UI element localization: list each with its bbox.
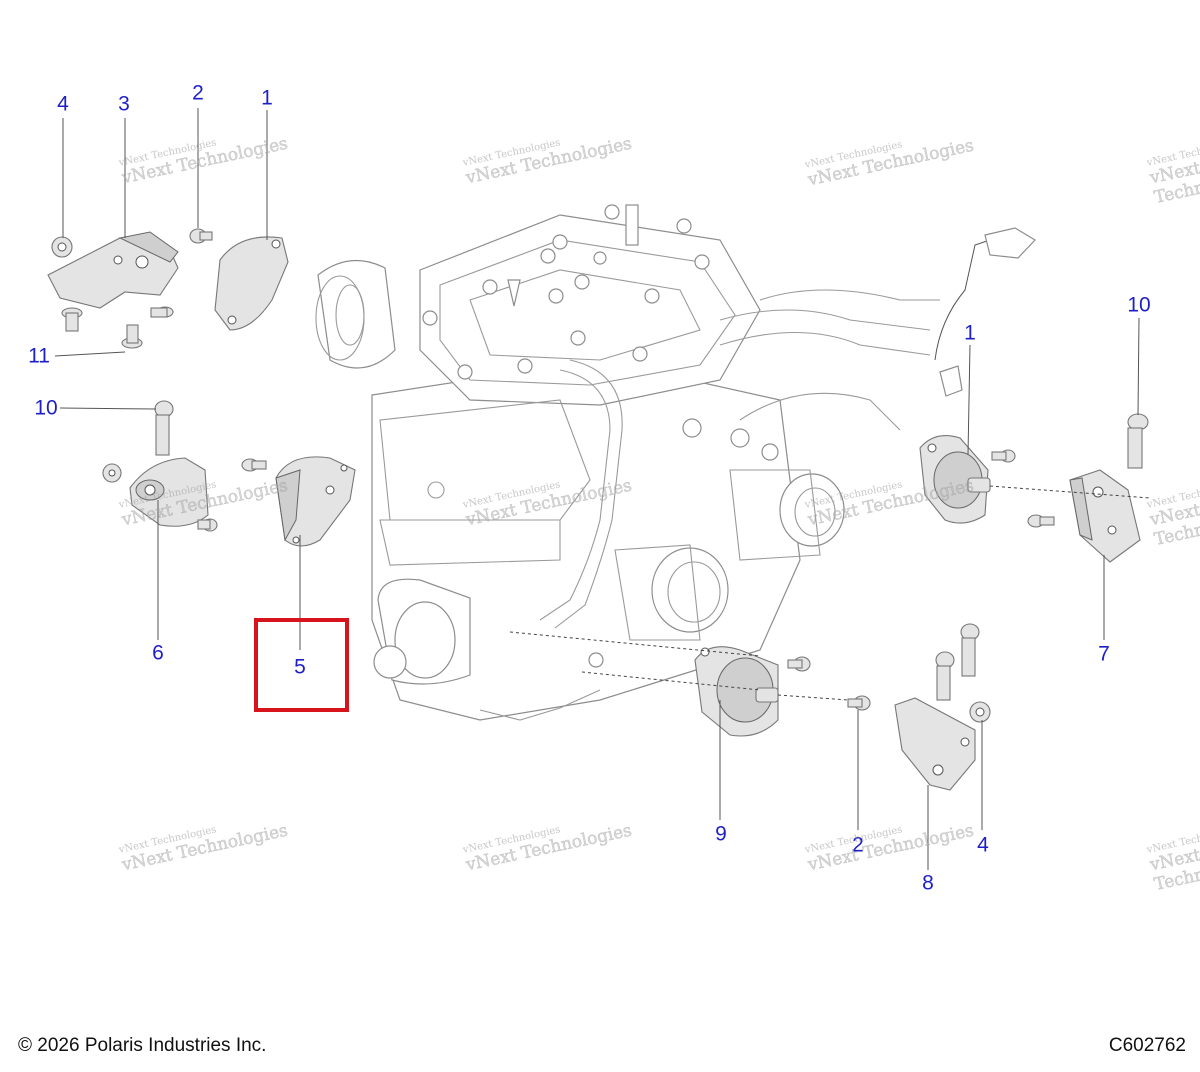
callout-6[interactable]: 6 <box>152 641 164 665</box>
callout-1-right[interactable]: 1 <box>964 321 976 345</box>
callout-11[interactable]: 11 <box>28 344 50 368</box>
part-11-studs <box>61 306 174 349</box>
callout-1-upper[interactable]: 1 <box>261 86 273 110</box>
engine-block <box>315 204 1036 721</box>
part-4-nut-right <box>969 701 991 723</box>
part-6-mount <box>129 457 209 527</box>
part-10-bolt-right <box>1127 413 1149 469</box>
part-1-mount-right <box>919 435 991 524</box>
callout-2-upper[interactable]: 2 <box>192 81 204 105</box>
callout-9[interactable]: 9 <box>715 822 727 846</box>
callout-10-right[interactable]: 10 <box>1127 293 1151 317</box>
part-8-bracket <box>894 697 976 791</box>
part-9-mount <box>694 646 779 737</box>
part-4-nut-upper <box>51 236 73 258</box>
part-4-nut-left <box>102 463 122 483</box>
part-8-bolts <box>935 623 980 701</box>
callout-4-upper[interactable]: 4 <box>57 92 69 116</box>
part-2-bolt-right-upper <box>991 449 1055 528</box>
diagram-code: C602762 <box>1108 1035 1186 1056</box>
part-5-plate <box>275 456 356 547</box>
part-10-bolt-left <box>154 400 174 456</box>
part-2-bolt-upper <box>189 228 213 244</box>
part-2-bolt-left <box>197 458 267 532</box>
callout-7[interactable]: 7 <box>1098 642 1110 666</box>
part-1-cover-upper <box>214 236 289 331</box>
throttle-bodies <box>614 469 845 641</box>
part-3-bracket <box>47 231 179 309</box>
part-7-bracket <box>1069 469 1141 563</box>
callout-10-left[interactable]: 10 <box>34 396 58 420</box>
head-bolts <box>422 204 710 380</box>
callout-2-lower[interactable]: 2 <box>852 833 864 857</box>
leader-lines <box>54 108 1140 870</box>
copyright-notice: © 2026 Polaris Industries Inc. <box>18 1035 267 1056</box>
callout-3[interactable]: 3 <box>118 92 130 116</box>
callout-4-lower[interactable]: 4 <box>977 833 989 857</box>
highlight-box-part-5[interactable] <box>254 618 349 712</box>
callout-8[interactable]: 8 <box>922 871 934 895</box>
callout-5[interactable]: 5 <box>294 655 306 679</box>
part-2-bolt-lower <box>787 656 871 711</box>
alignment-lines <box>509 485 1151 701</box>
